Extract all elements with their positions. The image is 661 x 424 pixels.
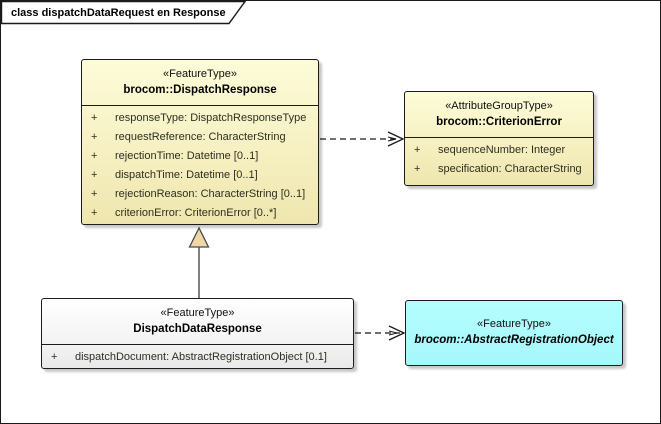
class-name: brocom::CriterionError [436,116,562,128]
attribute-row[interactable]: + dispatchTime: Datetime [0..1] [82,166,318,185]
attribute-list: + sequenceNumber: Integer + specificatio… [405,138,593,179]
visibility: + [91,131,98,143]
visibility: + [91,112,98,124]
attribute-text: rejectionTime: Datetime [0..1] [115,150,259,162]
attribute-row[interactable]: + criterionError: CriterionError [0..*] [82,204,318,223]
attribute-text: dispatchDocument: AbstractRegistrationOb… [75,351,327,363]
attribute-row[interactable]: + sequenceNumber: Integer [405,141,593,160]
attribute-list: + responseType: DispatchResponseType + r… [82,106,318,223]
visibility: + [91,169,98,181]
visibility: + [414,144,421,156]
attribute-text: dispatchTime: Datetime [0..1] [115,169,258,181]
class-criterion-error[interactable]: «AttributeGroupType» brocom::CriterionEr… [404,91,594,186]
attribute-row[interactable]: + requestReference: CharacterString [82,128,318,147]
class-abstract-registration-object[interactable]: «FeatureType» brocom::AbstractRegistrati… [405,300,623,366]
class-header: «FeatureType» DispatchDataResponse [42,299,353,338]
attribute-text: specification: CharacterString [438,163,582,175]
visibility: + [51,351,58,363]
attribute-row[interactable]: + rejectionTime: Datetime [0..1] [82,147,318,166]
compartment-divider [405,137,593,138]
stereotype-label: «FeatureType» [160,307,235,319]
attribute-row[interactable]: + responseType: DispatchResponseType [82,109,318,128]
visibility: + [91,207,98,219]
attribute-text: criterionError: CriterionError [0..*] [115,207,277,219]
attribute-row[interactable]: + dispatchDocument: AbstractRegistration… [42,348,353,367]
visibility: + [91,188,98,200]
connector-generalization[interactable] [188,226,210,298]
class-name: DispatchDataResponse [133,323,262,335]
connector-dependency-criterion-error[interactable] [320,131,405,147]
compartment-divider [82,105,318,106]
stereotype-label: «FeatureType» [477,318,551,330]
class-name: brocom::AbstractRegistrationObject [414,334,614,346]
class-dispatch-data-response[interactable]: «FeatureType» DispatchDataResponse + dis… [41,298,354,369]
attribute-row[interactable]: + specification: CharacterString [405,160,593,179]
attribute-text: sequenceNumber: Integer [438,144,566,156]
class-header: «AttributeGroupType» brocom::CriterionEr… [405,92,593,131]
compartment-divider [42,344,353,345]
stereotype-label: «AttributeGroupType» [445,100,553,112]
class-header: «FeatureType» brocom::DispatchResponse [82,60,318,99]
connector-dependency-abstract-registration-object[interactable] [355,325,406,341]
frame-tab-shape [1,1,247,25]
attribute-text: rejectionReason: CharacterString [0..1] [115,188,306,200]
frame-title: class dispatchDataRequest en Response [11,7,226,19]
visibility: + [414,163,421,175]
attribute-text: requestReference: CharacterString [115,131,286,143]
visibility: + [91,150,98,162]
stereotype-label: «FeatureType» [163,68,237,80]
generalization-triangle-icon [188,226,210,248]
class-header: «FeatureType» brocom::AbstractRegistrati… [406,301,622,365]
attribute-list: + dispatchDocument: AbstractRegistration… [42,345,353,367]
class-name: brocom::DispatchResponse [123,84,277,96]
class-dispatch-response[interactable]: «FeatureType» brocom::DispatchResponse +… [81,59,319,225]
attribute-text: responseType: DispatchResponseType [115,112,307,124]
attribute-row[interactable]: + rejectionReason: CharacterString [0..1… [82,185,318,204]
